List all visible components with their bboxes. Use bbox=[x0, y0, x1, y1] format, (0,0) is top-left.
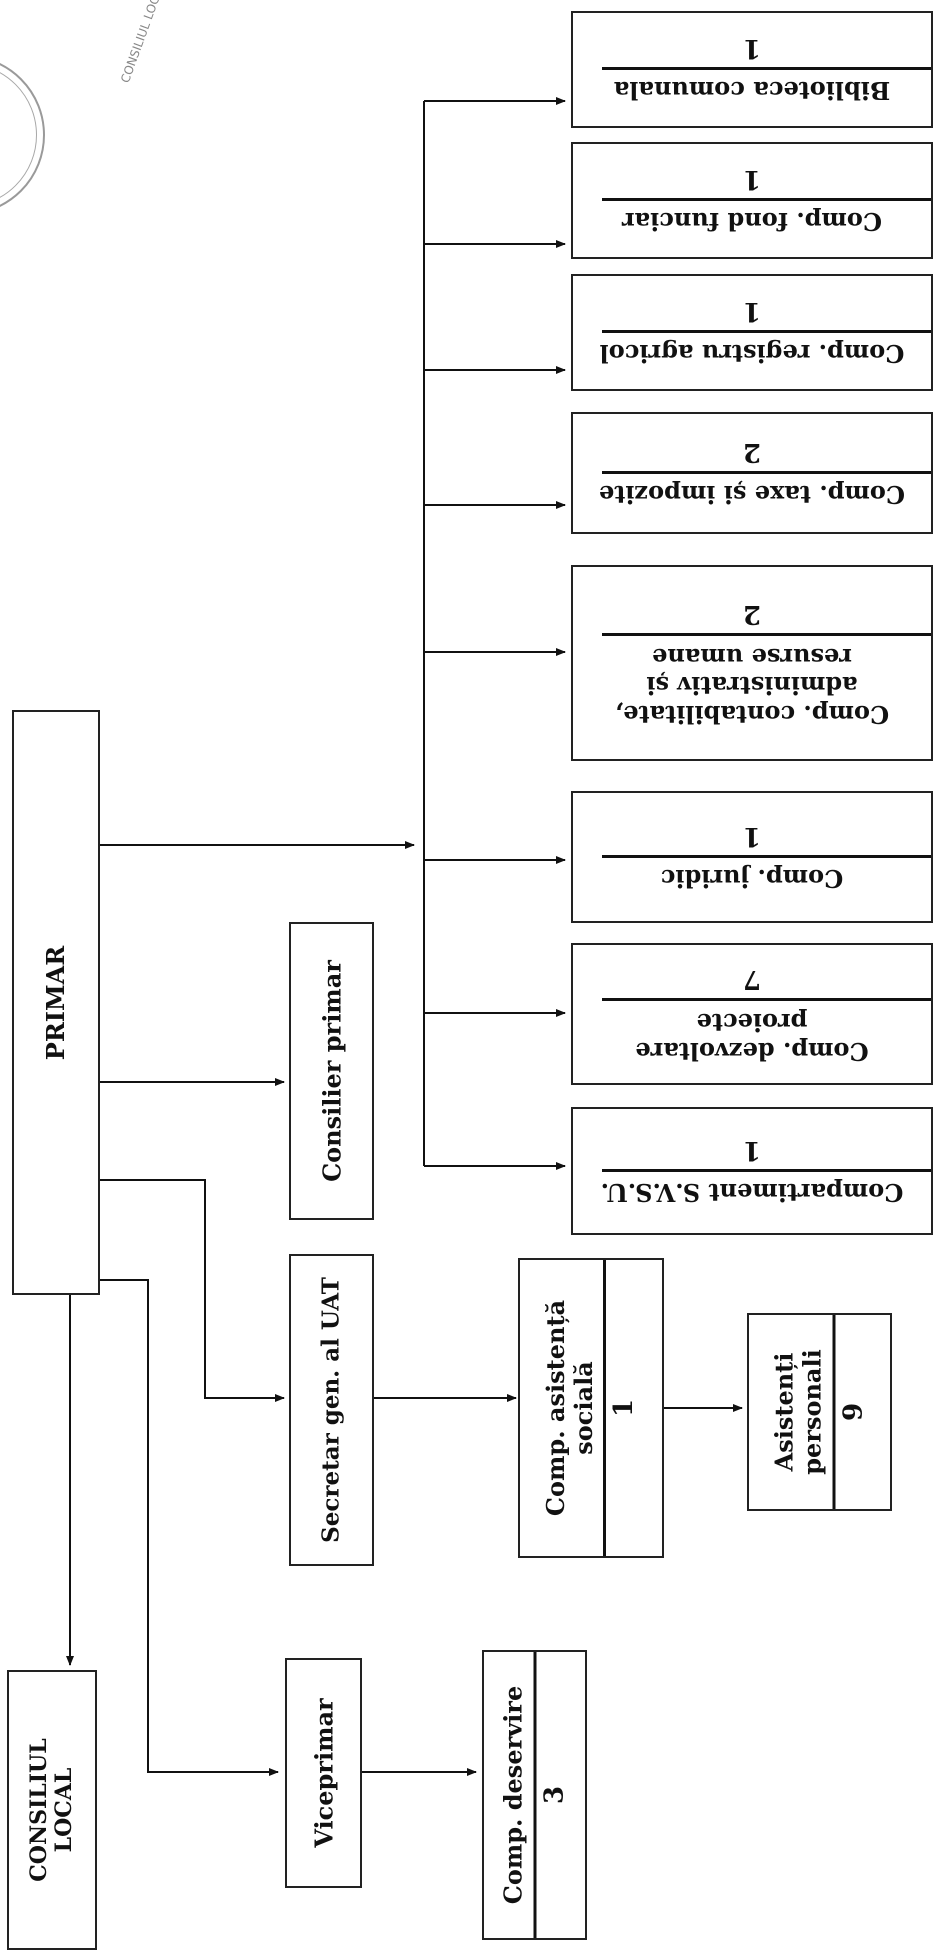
comp-contabilitate-rule bbox=[601, 632, 931, 636]
comp-dezvoltare-line2: proiecte bbox=[696, 1008, 808, 1038]
comp-contabilitate-count: 2 bbox=[742, 598, 762, 629]
comp-asistenta-box: Comp. asistență socială 1 bbox=[518, 1258, 664, 1558]
comp-juridic-box: Comp. juridic 1 bbox=[571, 791, 933, 923]
comp-juridic-label: Comp. juridic bbox=[660, 864, 844, 893]
comp-taxe-count: 2 bbox=[742, 437, 762, 467]
asistenti-line1: Asistenți bbox=[769, 1352, 799, 1472]
comp-taxe-box: Comp. taxe și impozite 2 bbox=[571, 412, 933, 534]
comp-dezvoltare-rule bbox=[601, 998, 931, 1002]
viceprimar-label: Viceprimar bbox=[308, 1698, 338, 1848]
comp-registru-agricol-box: Comp. registru agricol 1 bbox=[571, 274, 933, 391]
comp-deservire-label: Comp. deservire bbox=[498, 1685, 528, 1905]
comp-asistenta-rule bbox=[603, 1260, 607, 1556]
comp-contabilitate-box: Comp. contabilitate, administrativ și re… bbox=[571, 565, 933, 761]
comp-juridic-rule bbox=[601, 855, 931, 858]
comp-contabilitate-line2: administrativ și bbox=[646, 671, 858, 701]
comp-fond-funciar-rule bbox=[601, 198, 931, 202]
comp-registru-agricol-count: 1 bbox=[742, 296, 762, 327]
consilier-primar-label: Consilier primar bbox=[316, 960, 346, 1182]
comp-contabilitate-line1: Comp. contabilitate, bbox=[614, 700, 890, 730]
comp-taxe-label: Comp. taxe și impozite bbox=[599, 480, 905, 509]
consilier-primar-box: Consilier primar bbox=[289, 922, 374, 1220]
comp-fond-funciar-box: Comp. fond funciar 1 bbox=[571, 142, 933, 259]
asistenti-rule bbox=[831, 1315, 835, 1509]
consiliul-local-line1: CONSILIUL bbox=[25, 1738, 52, 1882]
comp-asistenta-count: 1 bbox=[609, 1398, 640, 1418]
consiliul-local-line2: LOCAL bbox=[51, 1767, 77, 1853]
comp-dezvoltare-box: Comp. dezvoltare proiecte 7 bbox=[571, 943, 933, 1085]
comp-svsu-rule bbox=[601, 1169, 931, 1172]
comp-svsu-count: 1 bbox=[742, 1135, 762, 1165]
comp-fond-funciar-label: Comp. fond funciar bbox=[621, 207, 883, 237]
asistenti-line2: personali bbox=[797, 1349, 827, 1475]
comp-deservire-count: 3 bbox=[538, 1785, 569, 1805]
comp-contabilitate-line3: resurse umane bbox=[652, 642, 852, 672]
biblioteca-count: 1 bbox=[742, 33, 762, 64]
primar-secretar-connector bbox=[100, 1179, 285, 1402]
comp-fond-funciar-count: 1 bbox=[742, 164, 762, 195]
comp-deservire-rule bbox=[532, 1652, 536, 1938]
comp-asistenta-line1: Comp. asistență bbox=[540, 1299, 570, 1517]
asistenti-count: 9 bbox=[837, 1402, 868, 1422]
primar-viceprimar-connector bbox=[100, 1279, 279, 1776]
asistenti-personali-box: Asistenți personali 9 bbox=[747, 1313, 892, 1511]
biblioteca-rule bbox=[601, 67, 931, 71]
consiliul-local-box: CONSILIUL LOCAL bbox=[7, 1670, 97, 1950]
primar-box: PRIMAR bbox=[12, 710, 100, 1295]
comp-dezvoltare-count: 7 bbox=[742, 964, 762, 995]
comp-registru-agricol-label: Comp. registru agricol bbox=[599, 339, 905, 369]
secretar-box: Secretar gen. al UAT bbox=[289, 1254, 374, 1566]
comp-svsu-box: Compartiment S.V.S.U. 1 bbox=[571, 1107, 933, 1235]
comp-registru-agricol-rule bbox=[601, 330, 931, 334]
comp-dezvoltare-line1: Comp. dezvoltare bbox=[635, 1036, 869, 1066]
comp-deservire-box: Comp. deservire 3 bbox=[482, 1650, 587, 1940]
biblioteca-box: Biblioteca comunala 1 bbox=[571, 11, 933, 128]
comp-svsu-label: Compartiment S.V.S.U. bbox=[600, 1178, 904, 1207]
secretar-label: Secretar gen. al UAT bbox=[317, 1277, 345, 1543]
primar-label: PRIMAR bbox=[41, 945, 71, 1060]
comp-asistenta-line2: socială bbox=[568, 1361, 598, 1455]
viceprimar-box: Viceprimar bbox=[285, 1658, 362, 1888]
biblioteca-label: Biblioteca comunala bbox=[613, 76, 891, 106]
comp-taxe-rule bbox=[601, 471, 931, 474]
comp-juridic-count: 1 bbox=[742, 821, 762, 851]
